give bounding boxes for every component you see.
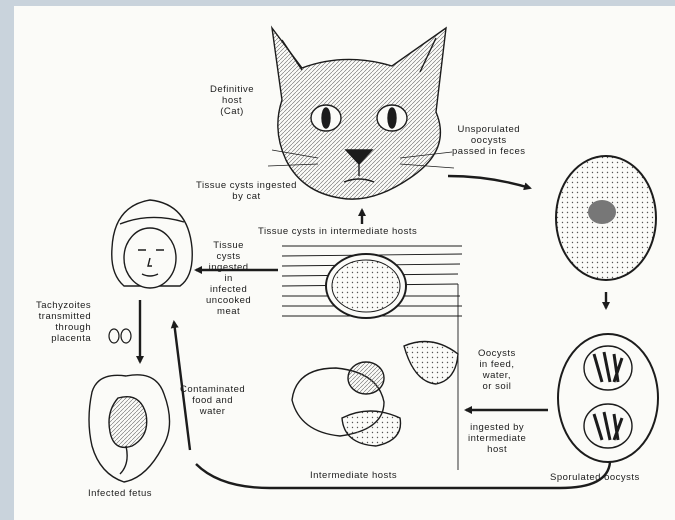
unsporulated-oocysts-label: Unsporulated oocysts passed in feces (452, 124, 526, 157)
infected-fetus-label: Infected fetus (88, 488, 152, 499)
contaminated-food-label: Contaminated food and water (180, 384, 245, 417)
tissue-cysts-intermediate-label: Tissue cysts in intermediate hosts (258, 226, 417, 237)
ingested-by-intermediate-label: ingested by intermediate host (468, 422, 526, 455)
cat-illustration (268, 28, 454, 199)
placenta-cysts (109, 329, 131, 343)
tissue-cysts-ingested-by-cat-label: Tissue cysts ingested by cat (196, 180, 297, 202)
intermediate-hosts-illustration (292, 342, 458, 447)
sporulated-oocysts-label: Sporulated oocysts (550, 472, 640, 483)
intermediate-hosts-label: Intermediate hosts (310, 470, 397, 481)
definitive-host-label: Definitive host (Cat) (210, 84, 254, 117)
tissue-cysts-ingested-meat-label: Tissue cysts ingested in infected uncook… (206, 240, 251, 317)
sporulated-oocyst (558, 334, 658, 462)
oocysts-feed-label: Oocysts in feed, water, or soil (478, 348, 516, 392)
fetus-illustration (89, 375, 170, 482)
tachyzoites-label: Tachyzoites transmitted through placenta (36, 300, 91, 344)
muscle-tissue (282, 246, 462, 318)
unsporulated-oocyst (556, 156, 656, 280)
woman-illustration (112, 200, 193, 288)
